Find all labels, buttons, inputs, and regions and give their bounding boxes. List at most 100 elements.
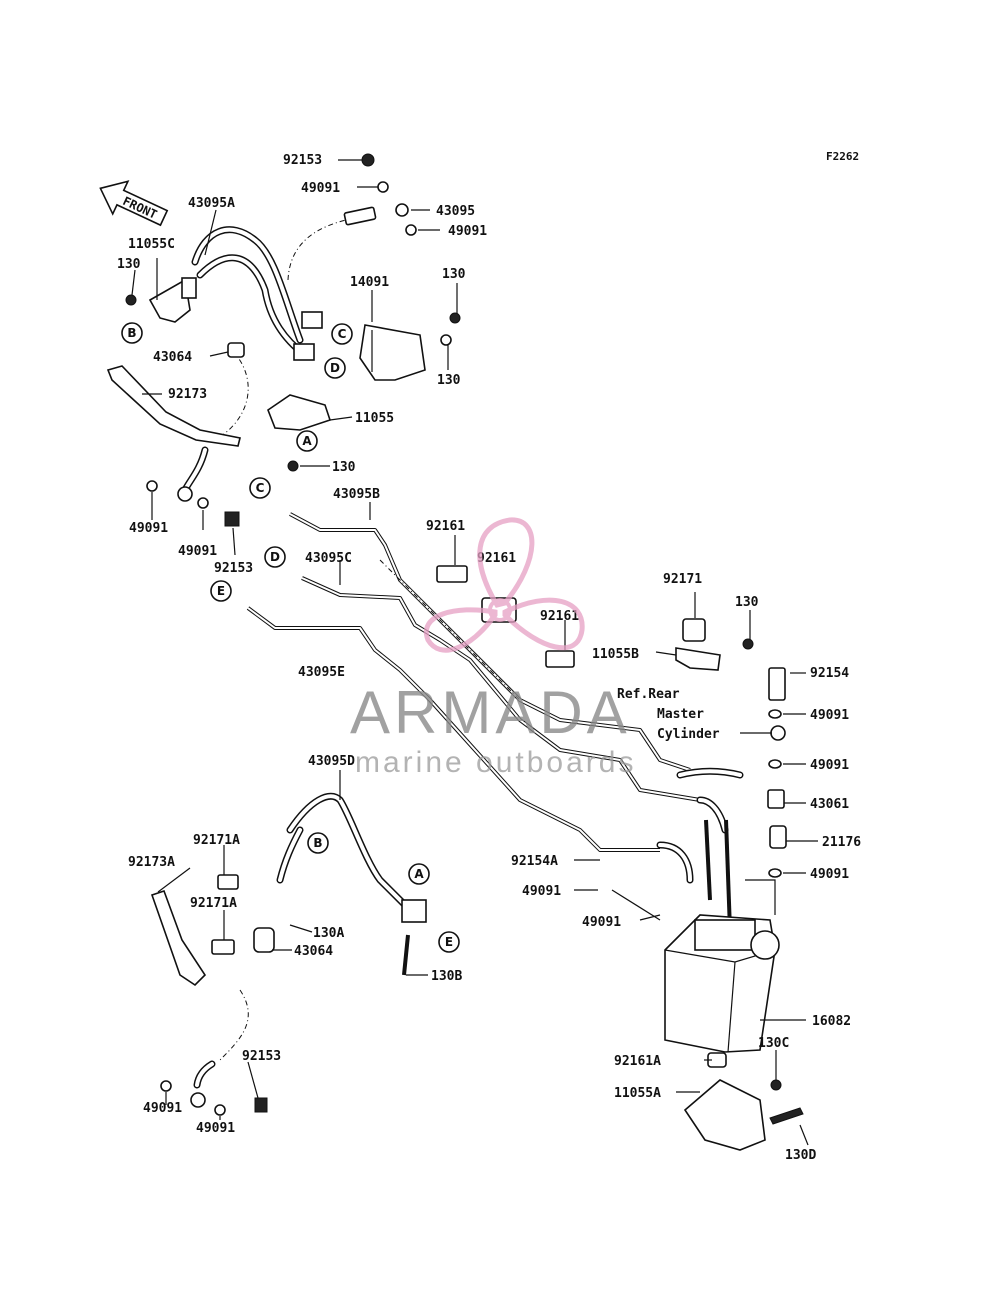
bracket-92173 bbox=[106, 365, 241, 447]
part-label: 92173A bbox=[128, 855, 175, 870]
front-arrow-icon: FRONT bbox=[99, 180, 169, 227]
part-label: 11055 bbox=[355, 411, 394, 426]
part-label: 49091 bbox=[129, 521, 168, 536]
part-label: 21176 bbox=[822, 835, 861, 850]
part-label: 49091 bbox=[810, 758, 849, 773]
svg-text:D: D bbox=[330, 361, 340, 375]
part-label: 14091 bbox=[350, 275, 389, 290]
part-label: 43095C bbox=[305, 551, 352, 566]
abs-hoses bbox=[656, 767, 744, 931]
part-label: 92171 bbox=[663, 572, 702, 587]
svg-text:A: A bbox=[302, 434, 312, 448]
part-label: 43095B bbox=[333, 487, 380, 502]
bracket-11055B bbox=[675, 618, 754, 671]
watermark-brand: ARMADA bbox=[350, 679, 631, 746]
part-label: 49091 bbox=[810, 867, 849, 882]
part-label: 49091 bbox=[301, 181, 340, 196]
bracket-11055A bbox=[683, 1079, 804, 1151]
part-label: 43064 bbox=[153, 350, 192, 365]
leader-lines bbox=[131, 159, 818, 1146]
part-label: 130 bbox=[332, 460, 356, 475]
svg-text:C: C bbox=[256, 481, 265, 495]
ref-label: Master bbox=[657, 707, 704, 722]
part-label: 130D bbox=[785, 1148, 816, 1163]
svg-text:E: E bbox=[217, 584, 225, 598]
banjo-bolt-top bbox=[361, 153, 417, 236]
connector-b3: B bbox=[307, 832, 329, 854]
connector-b1: B bbox=[121, 322, 143, 344]
part-label: 92154A bbox=[511, 854, 558, 869]
part-labels: 92153 49091 43095 49091 43095A 11055C 13… bbox=[117, 153, 861, 1163]
part-label: 49091 bbox=[582, 915, 621, 930]
connector-d1: D bbox=[324, 357, 346, 379]
part-label: 49091 bbox=[178, 544, 217, 559]
part-label: 43095D bbox=[308, 754, 355, 769]
part-label: 92171A bbox=[193, 833, 240, 848]
part-label: 11055B bbox=[592, 647, 639, 662]
part-label: 130 bbox=[437, 373, 461, 388]
upper-hose-group bbox=[181, 206, 377, 494]
part-label: 130 bbox=[117, 257, 141, 272]
part-label: 43064 bbox=[294, 944, 333, 959]
pressure-switch-stack bbox=[745, 667, 787, 915]
lower-hose-group bbox=[150, 792, 427, 1116]
bracket-11055C bbox=[125, 277, 197, 323]
svg-text:D: D bbox=[270, 550, 280, 564]
part-label: 92153 bbox=[283, 153, 322, 168]
part-label: 130B bbox=[431, 969, 462, 984]
clamp-92161-c bbox=[545, 650, 575, 668]
abs-unit-16082 bbox=[664, 914, 780, 1068]
junction-c1 bbox=[301, 311, 323, 329]
svg-text:E: E bbox=[445, 935, 453, 949]
part-label: 92161 bbox=[540, 609, 579, 624]
connector-e2: E bbox=[210, 580, 232, 602]
part-label: 92171A bbox=[190, 896, 237, 911]
part-label: 130A bbox=[313, 926, 344, 941]
connector-d2: D bbox=[264, 546, 286, 568]
part-label: 16082 bbox=[812, 1014, 851, 1029]
part-label: 49091 bbox=[448, 224, 487, 239]
svg-text:B: B bbox=[313, 836, 322, 850]
junction-d1 bbox=[293, 343, 315, 361]
part-label: 43095A bbox=[188, 196, 235, 211]
part-label: 130C bbox=[758, 1036, 789, 1051]
part-label: 92153 bbox=[242, 1049, 281, 1064]
connector-c2: C bbox=[249, 477, 271, 499]
part-label: 49091 bbox=[810, 708, 849, 723]
part-label: 130 bbox=[442, 267, 466, 282]
part-label: 92161 bbox=[477, 551, 516, 566]
connector-a3: A bbox=[408, 863, 430, 885]
clamp-92161-a bbox=[436, 565, 468, 583]
part-label: 130 bbox=[735, 595, 759, 610]
part-label: 49091 bbox=[196, 1121, 235, 1136]
svg-text:C: C bbox=[338, 327, 347, 341]
part-label: 92154 bbox=[810, 666, 849, 681]
watermark-logo-icon bbox=[423, 517, 585, 653]
connector-c1: C bbox=[331, 323, 353, 345]
part-label: 92161A bbox=[614, 1054, 661, 1069]
part-label: 43095 bbox=[436, 204, 475, 219]
part-label: 43061 bbox=[810, 797, 849, 812]
banjo-left bbox=[146, 480, 240, 527]
part-label: 49091 bbox=[143, 1101, 182, 1116]
cover-14091 bbox=[359, 312, 461, 381]
part-label: 49091 bbox=[522, 884, 561, 899]
ref-label: Ref.Rear bbox=[617, 687, 680, 702]
part-label: 92173 bbox=[168, 387, 207, 402]
bracket-11055 bbox=[267, 394, 332, 472]
part-label: 43095E bbox=[298, 665, 345, 680]
watermark-tagline: marine outboards bbox=[355, 746, 636, 779]
connector-e3: E bbox=[438, 931, 460, 953]
part-label: 92161 bbox=[426, 519, 465, 534]
connector-a1: A bbox=[296, 430, 318, 452]
part-label: 92153 bbox=[214, 561, 253, 576]
svg-text:B: B bbox=[127, 326, 136, 340]
part-label: 11055A bbox=[614, 1086, 661, 1101]
ref-label: Cylinder bbox=[657, 727, 720, 742]
grommet-43064-top bbox=[227, 342, 245, 358]
svg-text:A: A bbox=[414, 867, 424, 881]
brake-pipes bbox=[246, 512, 701, 852]
diagram-code: F2262 bbox=[826, 150, 859, 163]
part-label: 11055C bbox=[128, 237, 175, 252]
